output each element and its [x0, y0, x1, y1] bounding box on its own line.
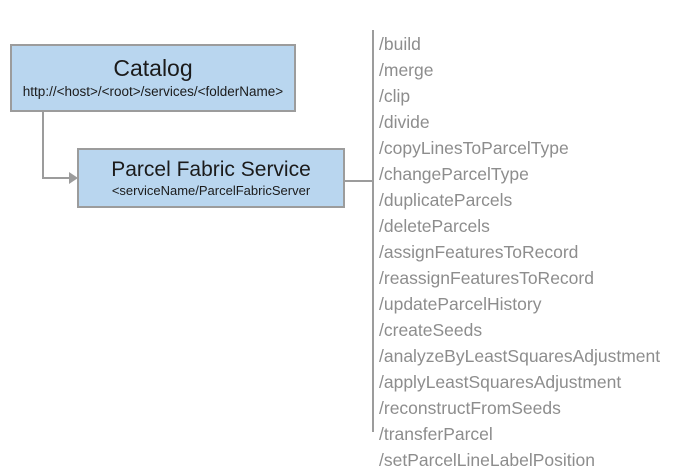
operation-item[interactable]: /applyLeastSquaresAdjustment — [379, 372, 622, 392]
operation-item[interactable]: /clip — [379, 86, 411, 106]
operations-rail-divider — [372, 30, 374, 432]
operation-item[interactable]: /merge — [379, 60, 434, 80]
parcel-fabric-service-path: <serviceName/ParcelFabricServer — [111, 182, 311, 198]
operation-item[interactable]: /setParcelLineLabelPosition — [379, 450, 595, 470]
catalog-node-title: Catalog — [113, 55, 193, 82]
parcel-fabric-service-node: Parcel Fabric Service <serviceName/Parce… — [77, 148, 345, 208]
catalog-to-service-horizontal-connector — [42, 177, 72, 179]
arrow-head-icon — [69, 172, 78, 184]
operation-item[interactable]: /updateParcelHistory — [379, 294, 542, 314]
service-to-operations-connector — [345, 180, 373, 182]
operation-item[interactable]: /transferParcel — [379, 424, 493, 444]
operation-item[interactable]: /reconstructFromSeeds — [379, 398, 561, 418]
operation-item[interactable]: /assignFeaturesToRecord — [379, 242, 579, 262]
parcel-fabric-service-title: Parcel Fabric Service — [111, 157, 311, 181]
operation-item[interactable]: /duplicateParcels — [379, 190, 513, 210]
operation-item[interactable]: /divide — [379, 112, 430, 132]
operation-item[interactable]: /build — [379, 34, 421, 54]
operation-item[interactable]: /analyzeByLeastSquaresAdjustment — [379, 346, 661, 366]
operation-item[interactable]: /changeParcelType — [379, 164, 529, 184]
operations-list: /build/merge/clip/divide/copyLinesToParc… — [379, 31, 685, 473]
catalog-node: Catalog http://<host>/<root>/services/<f… — [10, 44, 296, 112]
operation-item[interactable]: /createSeeds — [379, 320, 483, 340]
catalog-node-url: http://<host>/<root>/services/<folderNam… — [22, 84, 284, 100]
operation-item[interactable]: /reassignFeaturesToRecord — [379, 268, 594, 288]
operation-item[interactable]: /copyLinesToParcelType — [379, 138, 569, 158]
service-architecture-diagram: Catalog http://<host>/<root>/services/<f… — [10, 30, 660, 470]
operation-item[interactable]: /deleteParcels — [379, 216, 490, 236]
catalog-to-service-vertical-connector — [42, 111, 44, 179]
